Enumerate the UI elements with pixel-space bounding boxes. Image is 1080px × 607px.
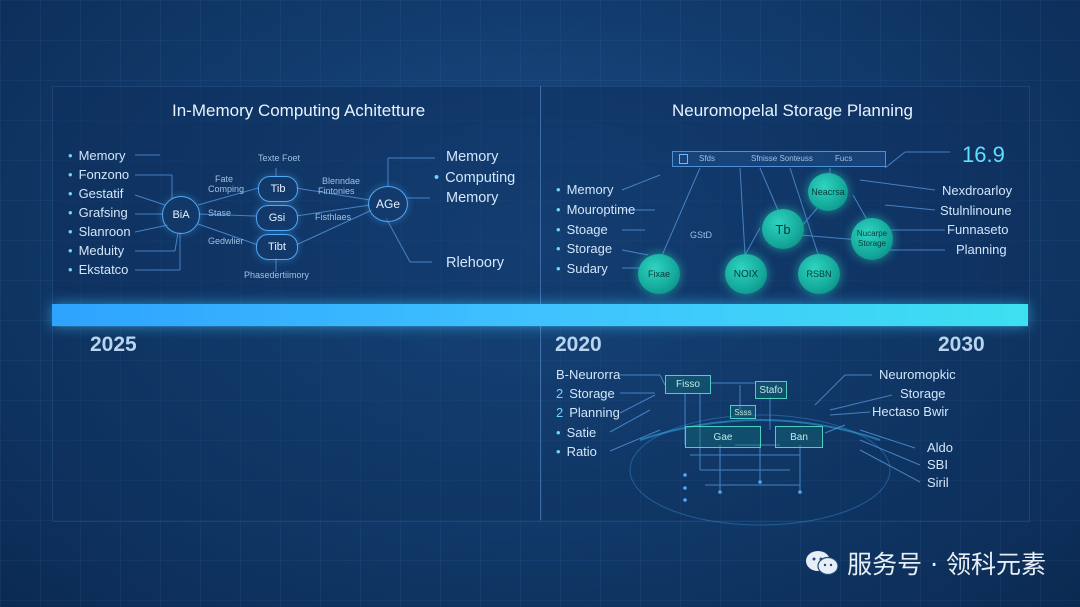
small-label: Fate bbox=[215, 174, 234, 184]
panel-in-memory-computing bbox=[52, 86, 542, 306]
small-label: Stase bbox=[208, 208, 232, 218]
storage-bar: Sfds Sfnisse Sonteuss Fucs bbox=[672, 151, 886, 167]
bar-label: Sfnisse Sonteuss bbox=[751, 154, 813, 163]
right-bullet-1: •Memory bbox=[556, 182, 614, 197]
left-bullet-6: •Meduity bbox=[68, 243, 125, 258]
bullet-dot-icon: • bbox=[68, 186, 73, 201]
panel-left-bottom bbox=[52, 326, 542, 522]
diagram-node: BiA bbox=[162, 196, 200, 234]
bullet-dot-icon: • bbox=[556, 261, 561, 276]
small-label: GStD bbox=[690, 230, 713, 240]
right-bullet-4: •Storage bbox=[556, 241, 613, 256]
bottom-right-label: Storage bbox=[900, 386, 946, 401]
bullet-number: 2 bbox=[556, 405, 564, 420]
bullet-number: 2 bbox=[556, 386, 564, 401]
bar-label: Fucs bbox=[835, 154, 853, 163]
year-label: 2020 bbox=[555, 333, 602, 356]
bullet-dot-icon: • bbox=[556, 444, 561, 459]
value-readout: 16.9 bbox=[962, 142, 1005, 167]
vertical-divider bbox=[540, 86, 541, 520]
bullet-dot-icon: • bbox=[68, 224, 73, 239]
circuit-box: Fisso bbox=[665, 375, 711, 394]
left-bullet-7: •Ekstatco bbox=[68, 262, 129, 277]
wechat-icon bbox=[806, 551, 839, 576]
bottom-right-label: Aldo bbox=[927, 440, 954, 455]
grid-icon bbox=[679, 154, 688, 164]
small-label: Fisthlaes bbox=[315, 212, 352, 222]
small-label: Gedwlier bbox=[208, 236, 244, 246]
diagram-node: Tib bbox=[258, 176, 298, 202]
diagram-node: Gsi bbox=[256, 205, 298, 231]
right-bullet-3: •Stoage bbox=[556, 222, 608, 237]
bullet-dot-icon: • bbox=[434, 170, 440, 186]
circuit-box: Ssss bbox=[730, 405, 756, 419]
bullet-dot-icon: • bbox=[68, 167, 73, 182]
bottom-bullet-4: •Satie bbox=[556, 425, 597, 440]
right-label-theory: Rlehoory bbox=[446, 255, 505, 271]
right-side-label: Stulnlinoune bbox=[940, 203, 1012, 218]
small-label: Comping bbox=[208, 184, 245, 194]
left-bullet-4: •Grafsing bbox=[68, 205, 128, 220]
bullet-dot-icon: • bbox=[556, 182, 561, 197]
bullet-dot-icon: • bbox=[68, 243, 73, 258]
diagram-node: Fixae bbox=[638, 254, 680, 294]
circuit-box: Stafo bbox=[755, 381, 787, 399]
bottom-right-label: Siril bbox=[927, 475, 949, 490]
right-label-memory: Memory bbox=[446, 149, 499, 165]
year-label: 2025 bbox=[90, 333, 137, 356]
diagram-node: Tb bbox=[762, 209, 804, 249]
bullet-dot-icon: • bbox=[556, 222, 561, 237]
right-side-label: Planning bbox=[956, 242, 1007, 257]
circuit-box: Ban bbox=[775, 426, 823, 448]
small-label: Phasedertiimory bbox=[244, 270, 310, 280]
bottom-right-label: Hectaso Bwir bbox=[872, 404, 949, 419]
bottom-right-label: SBI bbox=[927, 457, 948, 472]
bottom-right-label: Neuromopkic bbox=[879, 367, 956, 382]
bottom-bullet-5: •Ratio bbox=[556, 444, 597, 459]
year-label: 2030 bbox=[938, 333, 985, 356]
timeline-bar bbox=[52, 304, 1028, 326]
neuromorphic-storage-title: Neuromopelal Storage Planning bbox=[672, 101, 913, 120]
bullet-dot-icon: • bbox=[556, 241, 561, 256]
left-bullet-1: •Memory bbox=[68, 148, 126, 163]
right-side-label: Nexdroarloy bbox=[942, 183, 1013, 198]
small-label: Blenndae bbox=[322, 176, 361, 186]
left-bullet-5: •Slanroon bbox=[68, 224, 131, 239]
right-side-label: Funnaseto bbox=[947, 222, 1009, 237]
diagram-node: NOIX bbox=[725, 254, 767, 294]
bottom-bullet-1: B-Neurorra bbox=[556, 367, 621, 382]
watermark-text: 服务号 · 领科元素 bbox=[847, 550, 1046, 579]
circuit-box: Gae bbox=[685, 426, 761, 448]
bullet-dot-icon: • bbox=[68, 262, 73, 277]
right-bullet-2: •Mouroptime bbox=[556, 202, 636, 217]
bullet-dot-icon: • bbox=[556, 202, 561, 217]
right-bullet-5: •Sudary bbox=[556, 261, 608, 276]
bullet-dot-icon: • bbox=[556, 425, 561, 440]
left-bullet-2: •Fonzono bbox=[68, 167, 130, 182]
watermark: 服务号 · 领科元素 bbox=[805, 545, 1046, 581]
small-label: Fintonies bbox=[318, 186, 355, 196]
bullet-dot-icon: • bbox=[68, 148, 73, 163]
right-label-memory-2: Memory bbox=[446, 190, 499, 206]
in-memory-computing-title: In-Memory Computing Achitetture bbox=[172, 101, 426, 120]
small-label: Texte Foet bbox=[258, 153, 301, 163]
diagram-node: Nucarpe Storage bbox=[851, 218, 893, 260]
panel-right-bottom bbox=[540, 326, 1030, 522]
right-label-computing: •Computing bbox=[434, 170, 516, 186]
diagram-node: Tibt bbox=[256, 234, 298, 260]
diagram-node: AGe bbox=[368, 186, 408, 222]
bullet-dot-icon: • bbox=[68, 205, 73, 220]
diagram-node: RSBN bbox=[798, 254, 840, 294]
left-bullet-3: •Gestatif bbox=[68, 186, 124, 201]
bar-label: Sfds bbox=[699, 154, 716, 163]
diagram-node: Neacrsa bbox=[808, 173, 848, 211]
